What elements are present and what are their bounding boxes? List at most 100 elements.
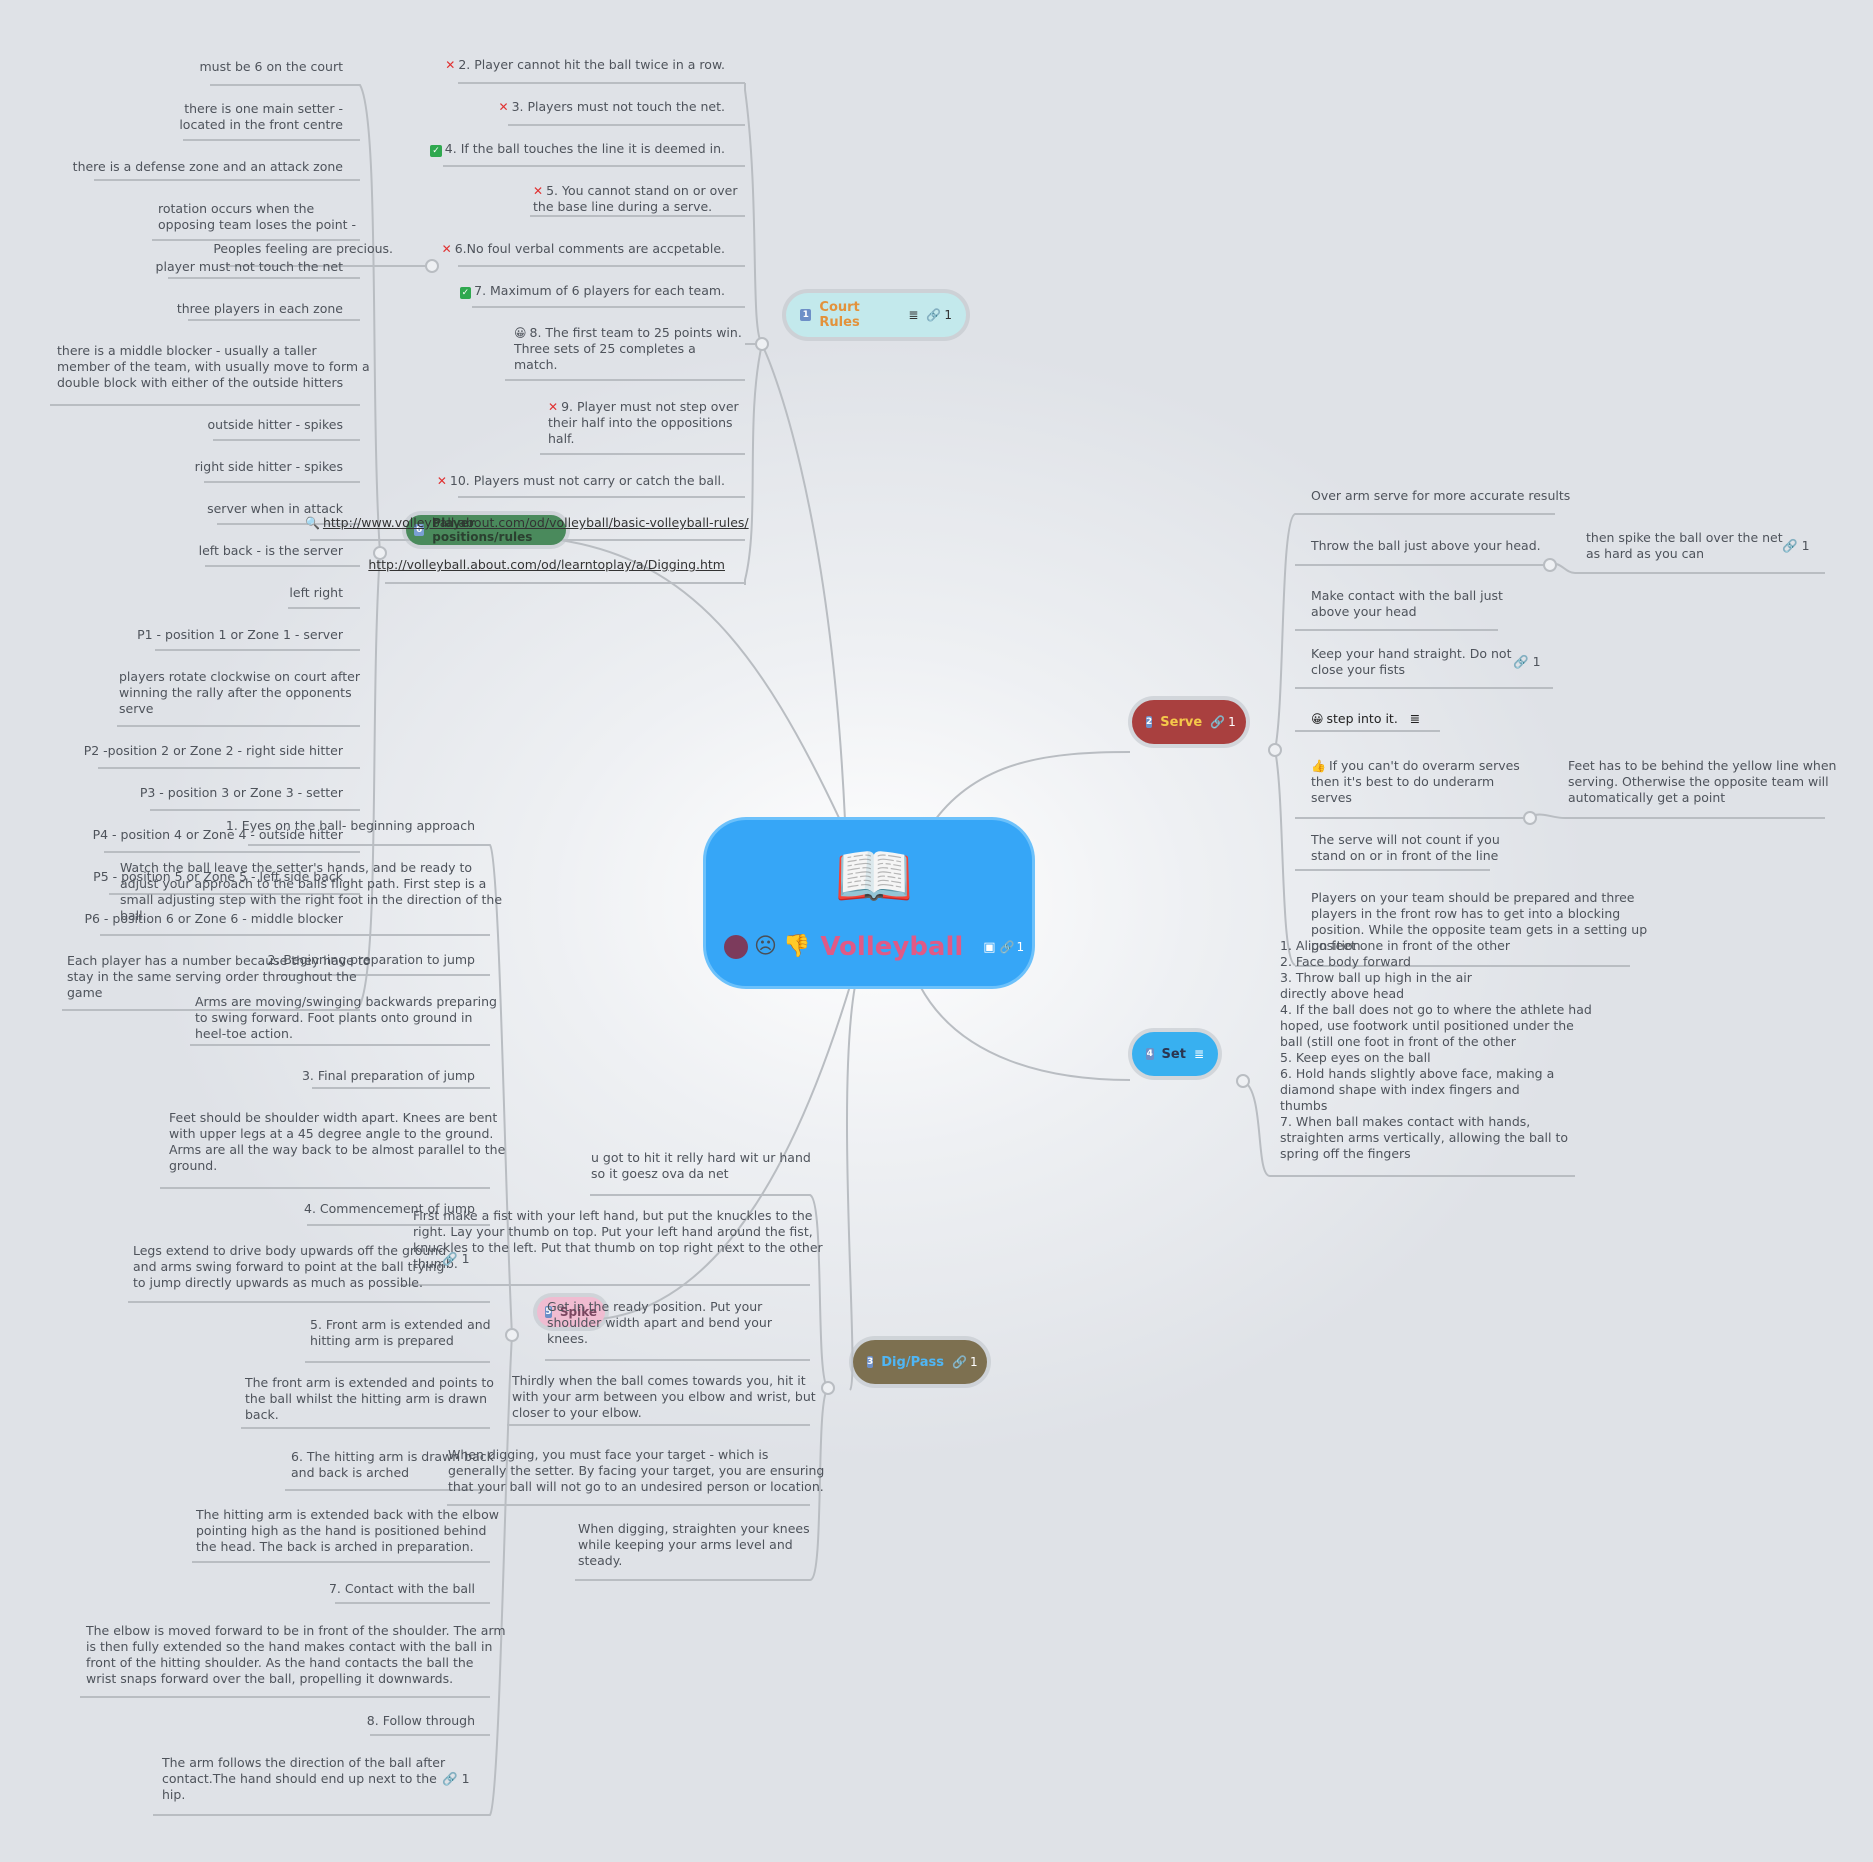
serve-item[interactable]: Throw the ball just above your head.: [1311, 538, 1541, 553]
dig-item[interactable]: First make a fist with your left hand, b…: [413, 1208, 823, 1271]
sad-face-icon: ☹: [754, 934, 777, 959]
serve-item[interactable]: 😀step into it. ≣: [1311, 711, 1421, 726]
smile-icon: 😀: [514, 326, 527, 340]
link-badge[interactable]: 🔗 1: [442, 1771, 470, 1786]
spike-item[interactable]: The elbow is moved forward to be in fron…: [86, 1623, 506, 1686]
spike-item[interactable]: Watch the ball leave the setter's hands,…: [120, 860, 503, 923]
position-item[interactable]: P3 - position 3 or Zone 3 - setter: [139, 785, 343, 800]
notes-icon[interactable]: ≣: [1409, 711, 1421, 726]
spike-item[interactable]: 7. Contact with the ball: [328, 1581, 475, 1596]
link-icon: 🔗: [926, 308, 942, 322]
position-item[interactable]: right side hitter - spikes: [194, 459, 343, 474]
number-two-icon: 2: [1146, 716, 1153, 728]
position-item[interactable]: outside hitter - spikes: [207, 417, 343, 432]
spike-item[interactable]: 4. Commencement of jump: [304, 1201, 475, 1216]
position-item[interactable]: players rotate clockwise on court after …: [119, 669, 360, 716]
position-item[interactable]: P6 - position 6 or Zone 6 - middle block…: [84, 911, 343, 926]
position-item[interactable]: there is a defense zone and an attack zo…: [72, 159, 343, 174]
link-icon: 🔗: [442, 1251, 458, 1266]
court-rule-item[interactable]: ✕3. Players must not touch the net.: [498, 99, 726, 114]
serve-item[interactable]: Players on your team should be prepared …: [1311, 890, 1648, 953]
spike-item[interactable]: 2. Beginning preparation to jump: [267, 952, 475, 967]
court-rule-item[interactable]: ✓4. If the ball touches the line it is d…: [430, 141, 725, 157]
spike-item[interactable]: The hitting arm is extended back with th…: [196, 1507, 499, 1554]
branch-spike[interactable]: 5 Spike: [537, 1297, 605, 1327]
dig-item[interactable]: When digging, you must face your target …: [448, 1447, 825, 1494]
serve-item[interactable]: Over arm serve for more accurate results: [1311, 488, 1571, 503]
position-item[interactable]: P4 - position 4 or Zone 4 - outside hitt…: [92, 827, 343, 842]
notes-icon[interactable]: ≣: [908, 308, 919, 322]
branch-serve[interactable]: 2 Serve 🔗1: [1132, 700, 1246, 744]
branch-dig-pass[interactable]: 3 Dig/Pass 🔗1: [853, 1340, 987, 1384]
spike-item[interactable]: Legs extend to drive body upwards off th…: [133, 1243, 447, 1290]
spike-item[interactable]: 6. The hitting arm is drawn back and bac…: [291, 1449, 494, 1480]
court-rule-item[interactable]: ✕2. Player cannot hit the ball twice in …: [445, 57, 725, 72]
position-item[interactable]: P5 - position 5 or Zone 5 - left side ba…: [93, 869, 343, 884]
notes-icon[interactable]: ≣: [1193, 1047, 1204, 1061]
branch-court-rules[interactable]: 1 Court Rules ≣ 🔗1: [786, 293, 966, 337]
serve-sub-item[interactable]: then spike the ball over the net as hard…: [1586, 530, 1783, 561]
link-badge[interactable]: 🔗1: [952, 1355, 978, 1369]
dig-item[interactable]: Get in the ready position. Put your shou…: [547, 1299, 772, 1346]
branch-set[interactable]: 4 Set ≣: [1132, 1032, 1218, 1076]
number-six-icon: 6: [414, 524, 425, 536]
position-item[interactable]: left right: [289, 585, 343, 600]
court-rule-sub-item[interactable]: Peoples feeling are precious.: [213, 241, 393, 256]
spike-item[interactable]: The front arm is extended and points to …: [245, 1375, 494, 1422]
image-icon[interactable]: ▣: [983, 939, 996, 955]
link-badge[interactable]: 🔗 1: [1513, 654, 1541, 669]
spike-item[interactable]: The arm follows the direction of the bal…: [162, 1755, 446, 1802]
position-item[interactable]: three players in each zone: [176, 301, 343, 316]
court-rule-item[interactable]: 😀8. The first team to 25 points win. Thr…: [514, 325, 742, 372]
position-item[interactable]: rotation occurs when the opposing team l…: [158, 201, 357, 232]
root-topic[interactable]: 📖 ☹ 👎 Volleyball ▣ 🔗1: [706, 820, 1032, 986]
link-badge[interactable]: 🔗 1: [1782, 538, 1810, 553]
position-item[interactable]: must be 6 on the court: [199, 59, 343, 74]
position-item[interactable]: Each player has a number because they ha…: [67, 953, 371, 1000]
dig-item[interactable]: When digging, straighten your knees whil…: [578, 1521, 810, 1568]
spike-item[interactable]: 8. Follow through: [366, 1713, 475, 1728]
position-item[interactable]: P2 -position 2 or Zone 2 - right side hi…: [83, 743, 343, 758]
marker-dot-icon: [724, 935, 748, 959]
court-rule-item[interactable]: ✓7. Maximum of 6 players for each team.: [459, 283, 725, 299]
serve-item[interactable]: Make contact with the ball just above yo…: [1311, 588, 1503, 619]
court-rule-link[interactable]: http://volleyball.about.com/od/learntopl…: [368, 557, 725, 572]
link-badge[interactable]: 🔗1: [926, 308, 952, 322]
spike-item[interactable]: 5. Front arm is extended and hitting arm…: [310, 1317, 491, 1348]
serve-sub-item[interactable]: Feet has to be behind the yellow line wh…: [1568, 758, 1837, 805]
dig-item[interactable]: Thirdly when the ball comes towards you,…: [512, 1373, 816, 1420]
spike-item[interactable]: Arms are moving/swinging backwards prepa…: [195, 994, 497, 1041]
branch-label: Dig/Pass: [881, 1354, 944, 1370]
link-icon: 🔗: [1782, 538, 1798, 553]
court-rule-item[interactable]: ✕5. You cannot stand on or over the base…: [533, 183, 738, 214]
serve-item[interactable]: Keep your hand straight. Do not close yo…: [1311, 646, 1512, 677]
serve-item[interactable]: The serve will not count if you stand on…: [1311, 832, 1500, 863]
serve-item[interactable]: 👍If you can't do overarm serves then it'…: [1311, 758, 1520, 805]
branch-label: Court Rules: [819, 300, 860, 330]
link-badge[interactable]: 🔗1: [1210, 715, 1236, 729]
position-item[interactable]: server when in attack: [207, 501, 343, 516]
number-one-icon: 1: [800, 309, 812, 321]
cross-icon: ✕: [548, 400, 559, 414]
position-item[interactable]: there is a middle blocker - usually a ta…: [57, 343, 370, 390]
position-item[interactable]: left back - is the server: [198, 543, 343, 558]
number-three-icon: 3: [867, 1356, 874, 1368]
link-badge[interactable]: 🔗1: [999, 940, 1025, 954]
position-item[interactable]: P1 - position 1 or Zone 1 - server: [137, 627, 343, 642]
link-badge[interactable]: 🔗 1: [442, 1251, 470, 1266]
court-rule-item[interactable]: ✕6.No foul verbal comments are accpetabl…: [441, 241, 725, 256]
set-item[interactable]: 1. Align feet one in front of the other …: [1280, 938, 1592, 1161]
root-title: Volleyball: [820, 932, 964, 962]
court-rule-link[interactable]: 🔍http://www.volleyball.about.com/od/voll…: [305, 515, 749, 530]
spike-item[interactable]: Feet should be shoulder width apart. Kne…: [169, 1110, 506, 1173]
position-item[interactable]: there is one main setter - located in th…: [179, 101, 343, 132]
spike-item[interactable]: 3. Final preparation of jump: [301, 1068, 475, 1083]
court-rule-item[interactable]: ✕10. Players must not carry or catch the…: [436, 473, 725, 488]
dig-item[interactable]: u got to hit it relly hard wit ur hand s…: [591, 1150, 811, 1181]
spike-item[interactable]: 1. Eyes on the ball- beginning approach: [225, 818, 475, 833]
branch-player-positions[interactable]: 6 Player positions/rules: [406, 515, 566, 545]
court-rule-item[interactable]: ✕9. Player must not step over their half…: [548, 399, 739, 446]
branch-label: Spike: [559, 1305, 597, 1319]
position-item[interactable]: player must not touch the net: [155, 259, 343, 274]
